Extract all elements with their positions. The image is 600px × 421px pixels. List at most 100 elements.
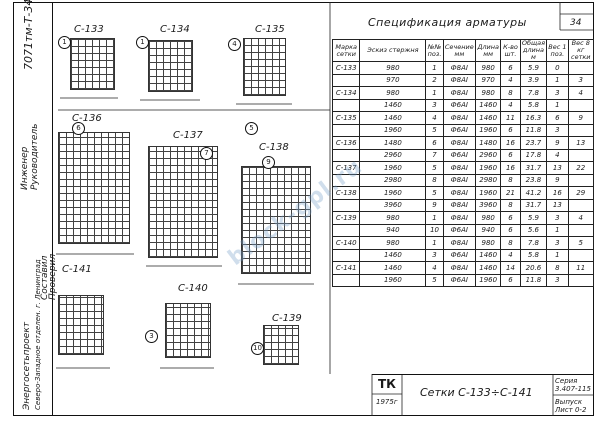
spec-cell: 22 [567,161,595,175]
spec-cell: 4 [500,73,521,87]
spec-cell: 1480 [359,136,427,150]
spec-cell: 3 [546,86,569,100]
spec-cell: Ф6АI [442,273,477,287]
mesh-grid-c134 [148,40,193,92]
mesh-label-c139: С-139 [272,313,302,324]
spec-cell: 3 [425,98,444,112]
spec-cell: 980 [359,236,427,250]
spec-cell: 6 [500,148,521,162]
spec-cell: 6 [546,111,569,125]
spec-cell: 8 [425,173,444,187]
col-header: Сечение мм [442,39,477,62]
spec-cell [331,198,361,212]
spec-cell: 8 [500,86,521,100]
spec-cell: 940 [359,223,427,237]
spec-cell: 3 [546,211,569,225]
spec-cell: 1 [546,73,569,87]
spec-cell: 7.8 [519,86,548,100]
spec-cell: 5.9 [519,211,548,225]
sheet-label: Выпуск Лист 0-2 [555,398,587,414]
spec-cell: 3.9 [519,73,548,87]
specification-table: Марка сетки Эскиз стержня №№ поз. Сечени… [331,39,595,287]
side-stamp-column [13,2,53,416]
mesh-label-c133: С-133 [74,24,104,35]
mesh-label-c138: С-138 [259,142,289,153]
spec-cell: С-135 [331,111,361,125]
spec-cell: 4 [500,248,521,262]
spec-cell: 1960 [359,161,427,175]
col-header: Вес 1 поз. [546,39,569,62]
spec-cell: 3 [546,123,569,137]
spec-cell: 11.8 [519,273,548,287]
position-marker: 4 [228,38,241,51]
spec-cell: 1 [425,236,444,250]
position-marker: 9 [262,156,275,169]
mesh-grid-c139 [263,325,299,365]
year: 1975г [376,398,398,406]
spec-cell [567,173,595,187]
spec-cell: 1 [425,61,444,75]
spec-cell: 13 [567,136,595,150]
spec-cell: 7.8 [519,236,548,250]
spec-cell: Ф8АI [442,186,477,200]
spec-cell: 11.8 [519,123,548,137]
spec-cell: С-141 [331,261,361,275]
spec-cell: 16 [500,136,521,150]
spec-cell [331,223,361,237]
spec-cell: 6 [500,211,521,225]
spec-cell: 21 [500,186,521,200]
mesh-grid-c137 [148,146,218,258]
spec-cell: Ф6АI [442,123,477,137]
spec-cell: 1 [425,86,444,100]
sheet-frame [13,2,594,416]
spec-cell: 16 [546,186,569,200]
spec-cell: 940 [474,223,502,237]
spec-cell: 29 [567,186,595,200]
spec-cell: 8 [500,173,521,187]
spec-cell: 8 [500,236,521,250]
position-marker: 5 [245,122,258,135]
spec-cell: Ф8АI [442,173,477,187]
spec-cell: Ф8АI [442,211,477,225]
spec-cell: Ф8АI [442,261,477,275]
spec-cell: 1 [425,211,444,225]
spec-cell: 9 [567,111,595,125]
spec-cell: 2960 [474,148,502,162]
spec-cell: 1960 [474,273,502,287]
position-marker: 1 [136,36,149,49]
spec-cell: 9 [425,198,444,212]
col-header: Эскиз стержня [359,39,427,62]
col-header: Общая длина м [519,39,548,62]
spec-cell: 1480 [474,136,502,150]
spec-cell: С-134 [331,86,361,100]
spec-cell: 1960 [474,123,502,137]
spec-cell: 3 [425,248,444,262]
spec-cell: 16 [500,161,521,175]
spec-cell: 1460 [359,261,427,275]
spec-cell: 4 [567,86,595,100]
mesh-grid-c136 [58,132,130,244]
spec-cell: 41.2 [519,186,548,200]
spec-cell: 6 [500,223,521,237]
spec-cell: 3 [546,236,569,250]
spec-cell: Ф6АI [442,98,477,112]
spec-cell: 11 [500,111,521,125]
spec-cell: 5.8 [519,98,548,112]
spec-cell: С-139 [331,211,361,225]
spec-cell: С-133 [331,61,361,75]
spec-cell [567,61,595,75]
spec-cell: 980 [474,61,502,75]
spec-cell: Ф6АI [442,148,477,162]
spec-cell: Ф6АI [442,223,477,237]
